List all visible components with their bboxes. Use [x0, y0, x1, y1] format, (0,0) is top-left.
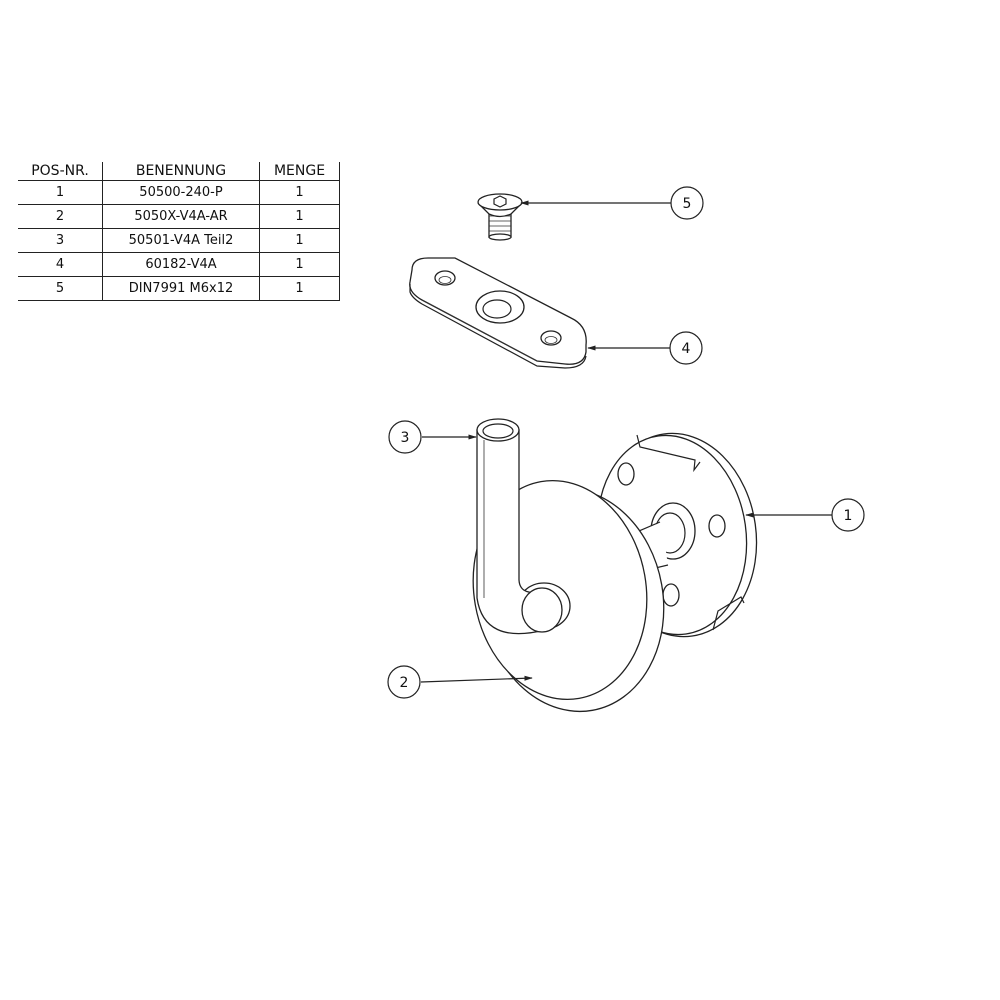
balloon-1: 1	[831, 498, 865, 532]
cell-qty: 1	[259, 276, 340, 301]
cell-pos: 4	[18, 252, 103, 277]
balloon-3-label: 3	[401, 430, 410, 446]
cell-pos: 2	[18, 204, 103, 229]
cell-pos: 3	[18, 228, 103, 253]
balloon-5: 5	[670, 186, 704, 220]
cell-qty: 1	[259, 252, 340, 277]
screw-part	[477, 193, 523, 241]
balloon-4-label: 4	[682, 341, 691, 357]
balloon-1-label: 1	[844, 508, 853, 524]
header-pos-nr: POS-NR.	[18, 162, 103, 181]
cell-name: 5050X-V4A-AR	[102, 204, 260, 229]
table-row: 5 DIN7991 M6x12 1	[18, 276, 340, 301]
cell-pos: 5	[18, 276, 103, 301]
cell-name: 60182-V4A	[102, 252, 260, 277]
table-row: 4 60182-V4A 1	[18, 252, 340, 277]
cell-name: DIN7991 M6x12	[102, 276, 260, 301]
bent-tube-part	[476, 418, 563, 635]
balloon-5-label: 5	[683, 196, 692, 212]
balloon-4: 4	[669, 331, 703, 365]
leader-lines	[420, 200, 832, 683]
balloon-2-label: 2	[400, 675, 409, 691]
mounting-plate-part	[409, 257, 587, 369]
table-header-row: POS-NR. BENENNUNG MENGE	[18, 162, 340, 181]
table-row: 3 50501-V4A Teil2 1	[18, 228, 340, 253]
balloon-2: 2	[387, 665, 421, 699]
balloon-3: 3	[388, 420, 422, 454]
parts-list-table: POS-NR. BENENNUNG MENGE 1 50500-240-P 1 …	[18, 162, 340, 301]
cell-qty: 1	[259, 180, 340, 205]
header-menge: MENGE	[259, 162, 340, 181]
